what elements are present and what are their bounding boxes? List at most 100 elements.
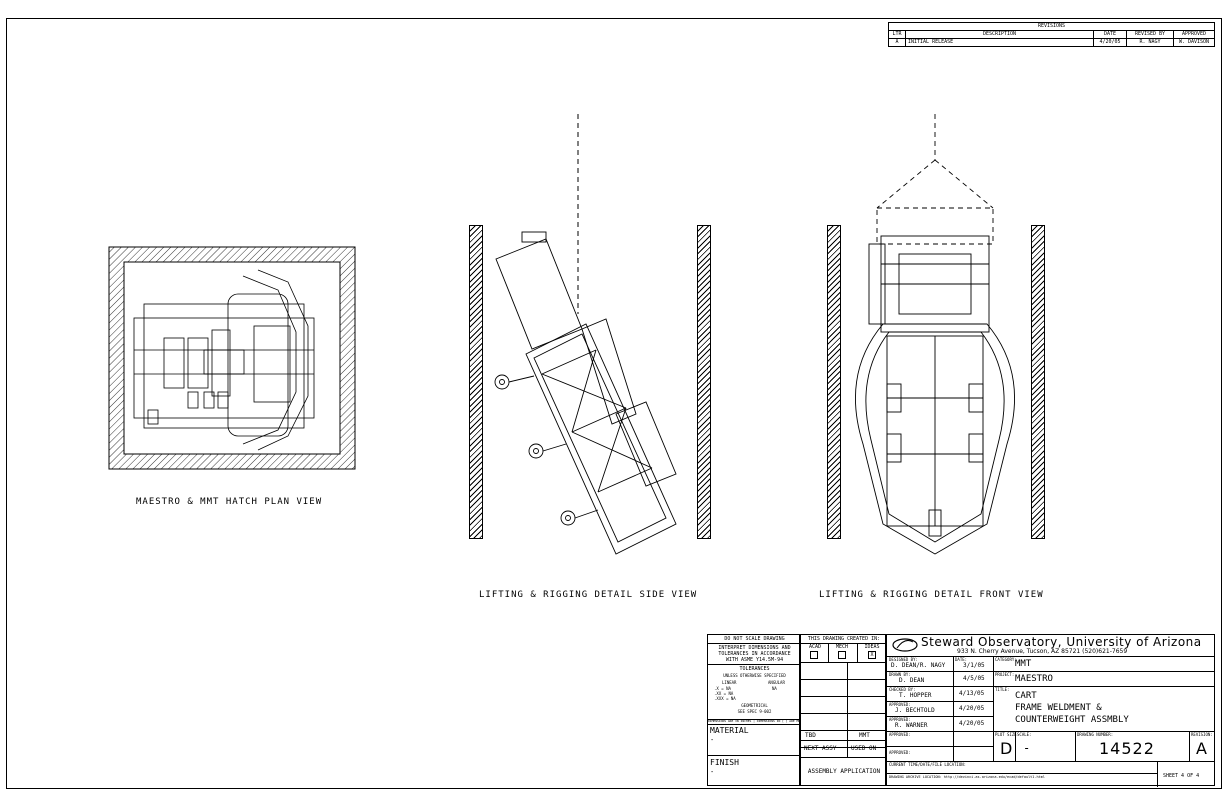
approved-2-name: R. WARNER — [895, 722, 928, 729]
plot-size-label: PLOT SIZE — [995, 732, 1017, 737]
side-view-right-wall — [697, 225, 711, 539]
revisions-table: REVISIONS LTR DESCRIPTION DATE REVISED B… — [888, 22, 1215, 47]
lin-x-val: = NA — [721, 686, 731, 691]
front-view-right-wall — [1031, 225, 1045, 539]
checked-by-name: T. HOPPER — [899, 692, 932, 699]
category-label: CATEGORY: — [995, 657, 1017, 662]
drawing-number-label: DRAWING NUMBER: — [1077, 732, 1114, 737]
approved-1-date: 4/20/05 — [959, 705, 985, 712]
tolerances-heading: TOLERANCES — [739, 666, 770, 672]
revision-row: A INITIAL RELEASE 4/20/05 R. NAGY W. DAV… — [888, 38, 1215, 47]
sheet-number: SHEET 4 OF 4 — [1163, 773, 1200, 779]
archive-location: DRAWING ARCHIVE LOCATION: http://devinci… — [889, 775, 1045, 779]
ideas-checkbox: X — [868, 651, 876, 659]
notes-block: DO NOT SCALE DRAWING INTERPRET DIMENSION… — [707, 634, 801, 786]
interpret-line-2: TOLERANCES IN ACCORDANCE — [718, 651, 791, 657]
next-assy-label: NEXT ASSY — [804, 745, 837, 752]
created-in-block: THIS DRAWING CREATED IN: ACAD MECH IDEAS… — [800, 634, 886, 786]
category-value: MMT — [1015, 659, 1032, 669]
plot-size-value: D — [1000, 739, 1013, 758]
finish-label: FINISH — [710, 758, 739, 767]
material-value: - — [710, 736, 715, 744]
side-view-left-wall — [469, 225, 483, 539]
designed-date-label: DATE: — [955, 657, 968, 662]
designed-by-role: DESIGNED BY: — [889, 657, 918, 662]
designed-date: 3/1/05 — [963, 662, 985, 669]
drawing-number-value: 14522 — [1099, 739, 1155, 758]
drawn-date: 4/5/05 — [963, 675, 985, 682]
material-label: MATERIAL — [710, 726, 749, 735]
mech-checkbox — [838, 651, 846, 659]
lin-xxx-val: = NA — [726, 696, 736, 701]
checked-date: 4/13/05 — [959, 690, 985, 697]
rev-header-description: DESCRIPTION — [905, 30, 1094, 39]
drawing-border — [6, 18, 1222, 789]
finish-value: - — [710, 768, 715, 776]
organization-name: Steward Observatory, University of Arizo… — [921, 635, 1202, 649]
lin-xx-val: = NA — [723, 691, 734, 696]
lin-x: .X — [714, 686, 719, 691]
lin-xx: .XX — [714, 691, 722, 696]
option-acad-label: ACAD — [808, 644, 822, 650]
scale-label: SCALE: — [1017, 732, 1032, 737]
rev-header-approved: APPROVED — [1173, 30, 1215, 39]
designed-by-name: D. DEAN/R. NAGY — [891, 662, 946, 669]
approved-4-role: APPROVED: — [889, 750, 911, 755]
interpret-line-1: INTERPRET DIMENSIONS AND — [718, 645, 791, 651]
angular-value: NA — [772, 686, 777, 691]
revision-value: A — [1196, 739, 1207, 758]
mmt-cell: MMT — [859, 732, 870, 739]
current-location-label: CURRENT TIME/DATE/FILE LOCATION: — [889, 762, 967, 767]
rev-revised-by: R. NAGY — [1126, 38, 1174, 47]
title-line-2: FRAME WELDMENT & — [1015, 703, 1102, 713]
revisions-title: REVISIONS — [888, 22, 1215, 31]
hatch-plan-view-drawing — [108, 246, 356, 470]
rev-date: 4/20/05 — [1093, 38, 1127, 47]
front-view-label: LIFTING & RIGGING DETAIL FRONT VIEW — [819, 590, 1044, 600]
acad-checkbox — [810, 651, 818, 659]
rev-header-date: DATE — [1093, 30, 1127, 39]
title-line-3: COUNTERWEIGHT ASSMBLY — [1015, 715, 1129, 725]
interpret-line-3: WITH ASME Y14.5M-94 — [725, 657, 784, 663]
geometrical-heading: GEOMETRICAL — [741, 703, 768, 708]
units-fine-print: DIMENSIONS ARE IN INCHES | DIMENSIONS IN… — [708, 719, 801, 723]
front-view-drawing — [854, 114, 1016, 555]
drawn-by-role: DRAWN BY: — [889, 672, 911, 677]
approved-3-role: APPROVED: — [889, 732, 911, 737]
revision-label: REVISION: — [1191, 732, 1213, 737]
drawn-by-name: D. DEAN — [899, 677, 925, 684]
see-spec-note: SEE SPEC 9-002 — [737, 709, 772, 714]
title-block-main: Steward Observatory, University of Arizo… — [886, 634, 1215, 787]
angular-heading: ANGULAR — [768, 680, 785, 685]
created-in-title: THIS DRAWING CREATED IN: — [807, 636, 881, 642]
title-line-1: CART — [1015, 691, 1037, 701]
checked-by-role: CHECKED BY: — [889, 687, 916, 692]
lin-xxx: .XXX — [714, 696, 724, 701]
approved-2-date: 4/20/05 — [959, 720, 985, 727]
project-value: MAESTRO — [1015, 674, 1053, 684]
approved-1-name: J. BECHTOLD — [895, 707, 935, 714]
approved-2-role: APPROVED: — [889, 717, 911, 722]
option-ideas-label: IDEAS — [864, 644, 880, 650]
approved-1-role: APPROVED: — [889, 702, 911, 707]
do-not-scale-note: DO NOT SCALE DRAWING — [724, 636, 785, 642]
used-on-label: USED ON — [851, 745, 877, 752]
rev-header-revised-by: REVISED BY — [1126, 30, 1174, 39]
unless-note: UNLESS OTHERWISE SPECIFIED — [723, 673, 786, 678]
linear-heading: LINEAR — [722, 680, 737, 685]
scale-value: - — [1023, 741, 1031, 755]
rev-header-ltr: LTR — [888, 30, 906, 39]
project-label: PROJECT: — [995, 672, 1015, 677]
title-label: TITLE: — [995, 687, 1010, 692]
steward-logo-icon — [892, 638, 918, 652]
assembly-application-label: ASSEMBLY APPLICATION — [807, 768, 881, 775]
rev-description: INITIAL RELEASE — [905, 38, 1094, 47]
rev-ltr: A — [888, 38, 906, 47]
organization-address: 933 N. Cherry Avenue, Tucson, AZ 85721 (… — [957, 648, 1128, 655]
option-mech-label: MECH — [835, 644, 849, 650]
side-view-label: LIFTING & RIGGING DETAIL SIDE VIEW — [479, 590, 698, 600]
plan-view-label: MAESTRO & MMT HATCH PLAN VIEW — [136, 497, 323, 507]
front-view-left-wall — [827, 225, 841, 539]
rev-approved: W. DAVISON — [1173, 38, 1215, 47]
side-view-drawing — [494, 114, 677, 555]
